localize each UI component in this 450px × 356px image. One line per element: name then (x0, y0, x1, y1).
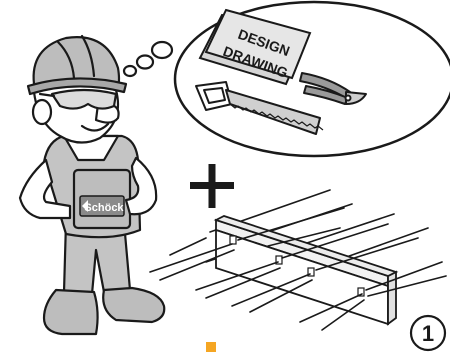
step-number: 1 (422, 321, 434, 346)
worker-character: Schöck (20, 36, 164, 334)
plus-icon (190, 164, 234, 208)
worker-left-shoe (44, 290, 98, 334)
accent-marker (206, 342, 216, 352)
step-badge: 1 (411, 316, 445, 350)
insulation-element (150, 190, 446, 330)
thought-bubble-trail (124, 42, 172, 76)
company-badge: Schöck (80, 196, 124, 216)
badge-text: Schöck (84, 202, 124, 214)
worker-right-shoe (103, 288, 164, 322)
hard-hat-icon (28, 36, 126, 94)
thought-bubble: DESIGN DRAWING (175, 2, 450, 156)
